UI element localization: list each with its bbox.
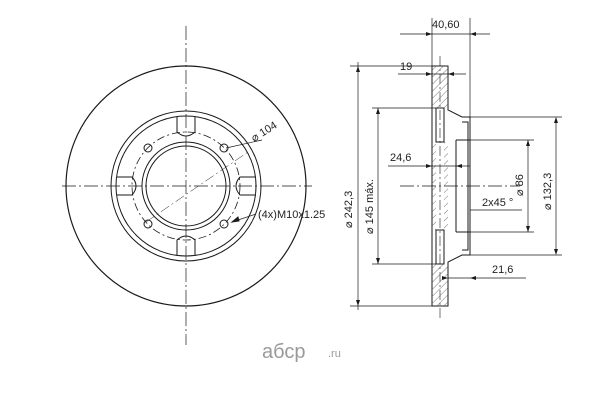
arrow [356,66,360,72]
hub-notch-right [235,176,255,196]
width-label: 40,60 [432,19,460,31]
hat-depth-label: 21,6 [492,264,513,276]
hatch-bottom [432,264,448,306]
arrow [376,108,380,114]
pilot-hole [219,143,229,153]
thread-leader-arrow [230,216,240,223]
hub-circle [115,115,257,257]
arrow [526,140,530,146]
watermark-logo: абср .ru [262,341,341,363]
center-diameter-label: ⌀ 86 [514,174,526,196]
arrow [470,276,476,280]
front-diagonal [145,151,249,223]
center-bore-inner-circle [145,145,227,227]
hatch-mid [432,142,436,230]
arrow [554,249,558,255]
friction-diameter-label: ⌀ 145 máx. [364,179,376,234]
side-dimensions [350,18,562,310]
outer-diameter-label: ⌀ 242,3 [343,191,355,228]
side-view [400,56,520,318]
bolt-circle-label: ⌀ 104 [249,120,279,145]
center-bore-circle [141,141,231,231]
hub-notch-left [117,176,137,196]
arrow [376,258,380,264]
pilot-hole [143,219,153,229]
thread-label: (4x)M10x1.25 [258,209,325,221]
section-hatching [432,66,448,306]
front-view [62,26,312,345]
chamfer-label: 2x45 ° [482,197,513,209]
hub-notch-top [176,117,196,137]
bolt-circle [131,131,241,241]
watermark-text: абср [262,341,305,363]
offset-label: 24,6 [390,152,411,164]
arrow [554,117,558,123]
hub-notch-bottom [176,235,196,255]
dimension-arrows [356,32,558,306]
arrow [448,72,454,76]
arrow [426,164,432,168]
arrow [470,32,476,36]
arrow [526,226,530,232]
thickness-label: 19 [400,61,412,73]
arrow [356,300,360,306]
watermark-suffix: .ru [328,348,341,360]
arrow [426,72,432,76]
hat-diameter-label: ⌀ 132,3 [542,173,554,210]
hatch-top [432,66,448,108]
disc-outer-circle [65,65,307,307]
pilot-hole [219,219,229,229]
hatch-mid-right [444,142,448,230]
arrow [442,276,448,280]
pilot-hole [143,143,153,153]
arrow [456,164,462,168]
bolt-circle-leader [225,139,263,149]
arrow [426,32,432,36]
disc-inner-ring-circle [110,110,262,262]
